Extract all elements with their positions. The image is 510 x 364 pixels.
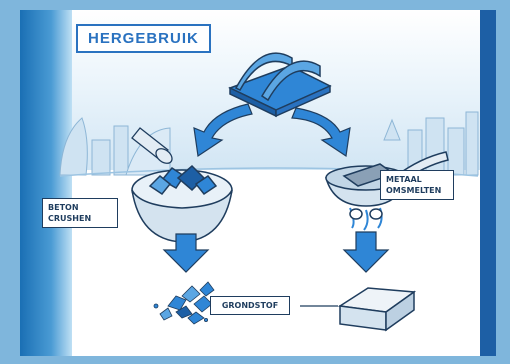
flow-arrow-left [193,103,253,158]
left-color-band [20,10,72,356]
label-grondstof: GRONDSTOF [210,296,290,315]
metal-ingot-icon [337,287,417,332]
mortar-icon [131,164,233,243]
page-title: HERGEBRUIK [76,24,211,53]
down-arrow-right [342,231,390,273]
down-arrow-left [162,233,210,273]
label-metaal-omsmelten: METAAL OMSMELTEN [380,170,454,200]
right-color-band: © JOHN KALVE [474,10,496,356]
bridge-icon [228,52,332,118]
gravel-pile-icon [153,281,217,325]
skyline-left [59,117,171,176]
pestle-icon [131,127,173,164]
label-beton-crushen: BETON CRUSHEN [42,198,118,228]
flow-arrow-right [291,107,351,158]
